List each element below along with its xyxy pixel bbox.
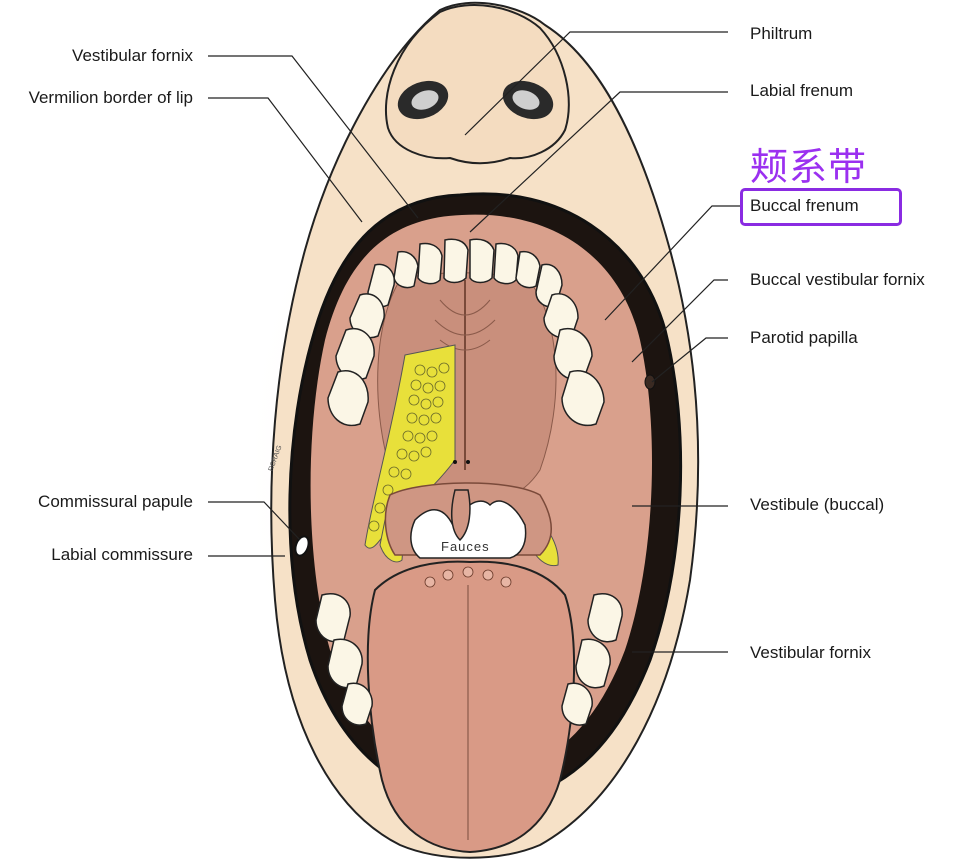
leader-commissural-papule — [208, 501, 301, 541]
commissural-papule-marker — [294, 535, 310, 557]
upper-teeth — [327, 238, 605, 427]
label-vestibular-fornix-right: Vestibular fornix — [750, 643, 871, 662]
parotid-papilla-marker — [644, 374, 656, 390]
label-parotid-papilla: Parotid papilla — [750, 328, 858, 347]
leader-lines — [208, 31, 740, 653]
leader-buccal-frenum — [604, 205, 740, 321]
label-buccal-vestibular-fornix: Buccal vestibular fornix — [750, 270, 925, 289]
leader-labial-frenum — [469, 91, 728, 233]
label-fauces: Fauces — [441, 539, 490, 554]
leader-parotid-papilla — [651, 337, 728, 383]
nose — [384, 4, 570, 165]
label-commissural-papule: Commissural papule — [38, 492, 193, 511]
leader-vermilion-border — [208, 97, 363, 223]
leader-philtrum — [464, 31, 728, 136]
label-labial-commissure: Labial commissure — [51, 545, 193, 564]
chinese-annotation: 颊系带 — [750, 145, 868, 189]
label-philtrum: Philtrum — [750, 24, 813, 43]
tongue — [366, 560, 576, 854]
label-labial-frenum: Labial frenum — [750, 81, 854, 100]
label-vermilion-border: Vermilion border of lip — [28, 88, 193, 107]
uvula — [450, 489, 471, 542]
label-vestibular-fornix-left: Vestibular fornix — [72, 46, 193, 65]
lower-teeth — [315, 593, 623, 726]
buccal-frenum-highlight-box — [740, 188, 902, 226]
palatine-glands — [364, 344, 456, 549]
leader-vestibular-fornix-left — [208, 55, 419, 219]
label-buccal-frenum: Buccal frenum — [750, 196, 859, 215]
label-vestibule-buccal: Vestibule (buccal) — [750, 495, 885, 514]
leader-buccal-vestibular-fornix — [631, 279, 728, 363]
